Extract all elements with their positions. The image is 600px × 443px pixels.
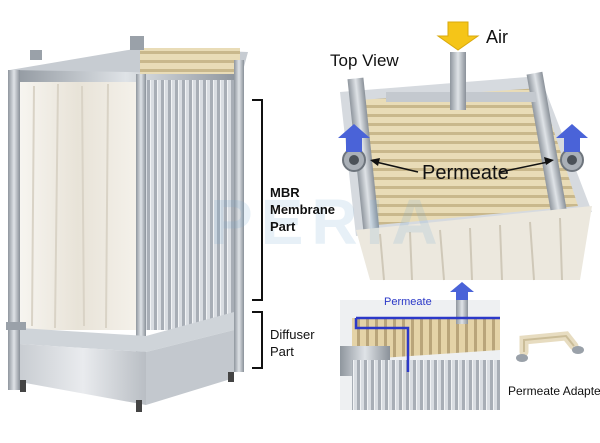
watermark: PERIA [210,186,446,258]
detail-permeate-arrow [450,282,474,300]
top-valve-left [30,50,42,60]
membrane-curtain [20,82,136,330]
top-roller-row [140,48,240,74]
detail-permeate-line [354,318,410,372]
mbr-part-bracket [252,99,263,301]
diffuser-frame [20,312,234,352]
foot-center [136,400,142,412]
diffuser-pipe-stub [6,322,26,330]
top-view-membrane-rollers [360,88,578,226]
permeate-adapter-icon [516,331,584,362]
permeate-adapter-label: Permeate Adapter [508,384,600,398]
air-arrow [436,21,480,51]
membrane-tube-array [146,80,234,330]
membrane-folds [31,83,109,329]
left-upright [8,70,20,390]
top-view-photo [340,52,592,281]
top-view-membrane-folds [379,217,563,281]
detail-permeate-label: Permeate [384,296,432,308]
diffuser-tank-side [146,330,234,405]
permeate-pointer-left [375,161,419,173]
detail-outlet-pipe [456,300,468,324]
top-view-label: Top View [330,51,399,70]
air-pipe [450,52,466,110]
permeate-arrow-left [338,124,370,152]
foot-left [20,380,26,392]
top-view-rail-right [526,71,571,235]
detail-tube-array [352,360,500,410]
top-valve-right [130,36,144,50]
diffuser-tank-front [20,344,146,405]
foot-right [228,372,234,382]
diffuser-part-label: Diffuser Part [270,327,315,359]
permeate-pointer-right [499,161,549,173]
mbr-module-photo [6,36,248,412]
right-upright [234,60,244,372]
detail-photo [340,282,500,410]
center-upright [136,74,146,390]
permeate-arrow-right [556,124,588,152]
permeate-label: Permeate [422,162,509,184]
air-label: Air [486,27,508,47]
diffuser-part-bracket [252,311,263,369]
mbr-membrane-part-label: MBR Membrane Part [270,185,336,234]
